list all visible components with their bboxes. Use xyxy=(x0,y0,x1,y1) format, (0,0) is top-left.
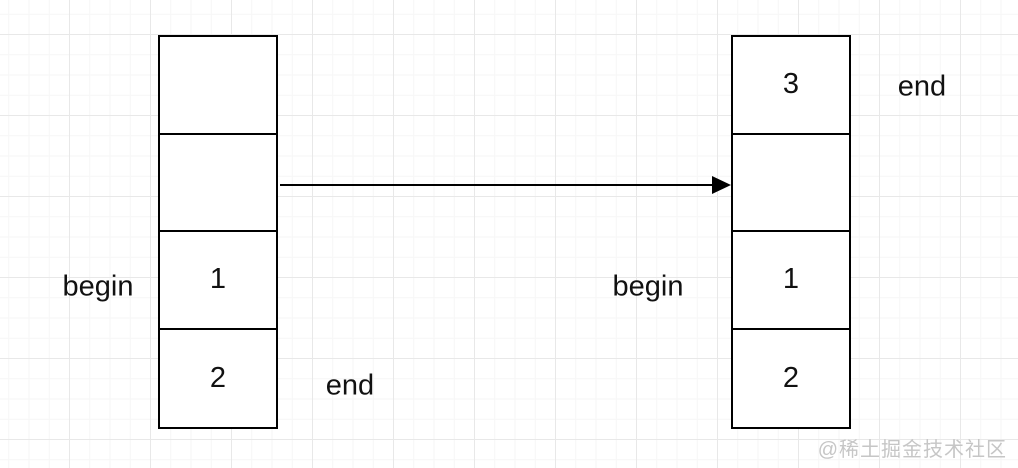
right-stack: 3 1 2 xyxy=(731,35,851,429)
right-stack-cell-0: 3 xyxy=(733,37,849,135)
right-end-label: end xyxy=(897,70,947,103)
left-end-label: end xyxy=(325,369,375,402)
right-stack-cell-1 xyxy=(733,135,849,232)
left-stack-cell-1 xyxy=(160,135,276,232)
left-stack-cell-0 xyxy=(160,37,276,135)
right-begin-label: begin xyxy=(612,270,684,303)
left-stack-cell-3: 2 xyxy=(209,361,227,394)
arrow-head-icon xyxy=(712,176,731,194)
left-begin-label: begin xyxy=(62,270,134,303)
right-stack-cell-3: 2 xyxy=(782,361,800,394)
right-stack-cell-2: 1 xyxy=(733,232,849,330)
arrow xyxy=(280,168,731,202)
left-stack: 1 2 xyxy=(158,35,278,429)
left-stack-cell-2: 1 xyxy=(160,232,276,330)
watermark: @稀土掘金技术社区 xyxy=(817,439,1007,461)
arrow-line xyxy=(280,183,716,187)
